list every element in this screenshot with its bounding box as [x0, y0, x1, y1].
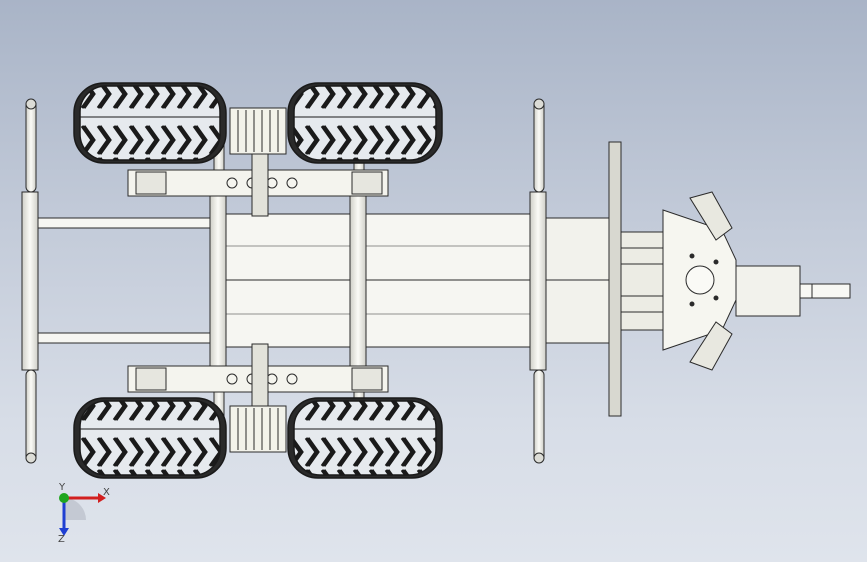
strut-1	[21, 98, 39, 464]
front-hitch-assembly	[608, 141, 851, 417]
drawbar	[735, 265, 801, 317]
axle-top	[127, 107, 389, 217]
wheel-rear-left	[73, 397, 227, 479]
hitch-pin	[799, 283, 851, 299]
wheel-front-right	[287, 82, 443, 164]
strut-4	[529, 98, 547, 464]
axle-bottom	[127, 343, 389, 453]
wheel-rear-right	[287, 397, 443, 479]
axle-assemblies	[127, 107, 389, 453]
y-axis-label: Y	[58, 482, 66, 493]
orientation-triad[interactable]: X Y Z	[58, 482, 110, 545]
y-axis-dot	[59, 493, 69, 503]
mount-plate	[608, 141, 622, 417]
x-axis-label: X	[103, 487, 110, 498]
wheels	[73, 82, 443, 479]
suspension-struts	[21, 98, 547, 464]
z-axis-label: Z	[58, 534, 65, 545]
wheel-front-left	[73, 82, 227, 164]
main-frame	[23, 213, 620, 348]
